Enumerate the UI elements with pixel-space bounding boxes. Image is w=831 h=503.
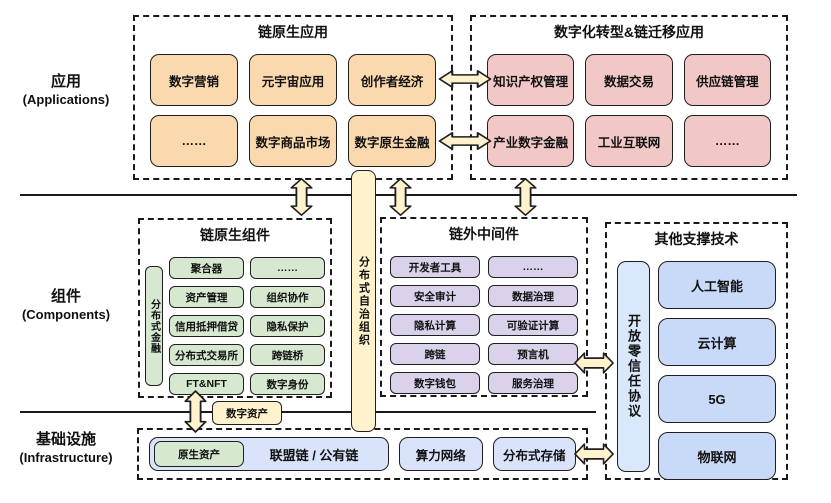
- digital-asset-tag: 数字资产: [212, 401, 282, 425]
- infrastructure-item: 分布式存储: [492, 437, 576, 471]
- app-item: 数字原生金融: [348, 115, 436, 167]
- middleware-item: 数字钱包: [390, 372, 480, 394]
- infrastructure-item: 算力网络: [399, 437, 483, 471]
- divider-applications-components: [20, 194, 797, 196]
- app-item: 供应链管理: [683, 54, 771, 106]
- middleware-item: ……: [488, 256, 578, 278]
- double-arrow-horizontal-icon: [573, 351, 615, 375]
- app-item: 创作者经济: [348, 54, 436, 106]
- offchain-middleware-grid: 开发者工具 …… 安全审计 数据治理 隐私计算 可验证计算 跨链 预言机 数字钱…: [382, 256, 586, 394]
- migration-apps-grid: 知识产权管理 数据交易 供应链管理 产业数字金融 工业互联网 ……: [472, 54, 786, 167]
- middleware-item: 安全审计: [390, 285, 480, 307]
- supporting-tech-content: 开放零信任协议 人工智能 云计算 5G 物联网: [607, 261, 786, 480]
- section-label-infrastructure-zh: 基础设施: [35, 431, 96, 448]
- double-arrow-horizontal-icon: [573, 442, 615, 466]
- section-label-components-zh: 组件: [50, 288, 81, 305]
- component-item: 跨链桥: [250, 344, 325, 366]
- consortium-public-chain-box: 原生资产 联盟链 / 公有链: [149, 437, 389, 471]
- middleware-item: 开发者工具: [390, 256, 480, 278]
- app-item: 数字营销: [150, 54, 238, 106]
- offchain-middleware-title: 链外中间件: [449, 226, 519, 242]
- divider-components-infrastructure: [20, 411, 596, 413]
- double-arrow-vertical-icon: [183, 389, 208, 434]
- app-item: 元宇宙应用: [249, 54, 337, 106]
- supporting-tech-group: 其他支撑技术 开放零信任协议 人工智能 云计算 5G 物联网: [605, 222, 788, 480]
- component-item: 聚合器: [169, 257, 244, 279]
- section-label-components: 组件 (Components): [0, 287, 132, 323]
- chain-native-components-grid: 分布式金融 聚合器 …… 资产管理 组织协作 信用抵押借贷 隐私保护 分布式交易…: [140, 257, 330, 395]
- component-item: 组织协作: [250, 286, 325, 308]
- section-label-components-en: (Components): [21, 306, 111, 322]
- app-item: ……: [683, 115, 771, 167]
- supporting-tech-list: 人工智能 云计算 5G 物联网: [658, 261, 776, 480]
- app-item: 知识产权管理: [487, 54, 575, 106]
- chain-native-apps-group: 链原生应用 数字营销 元宇宙应用 创作者经济 …… 数字商品市场 数字原生金融: [133, 15, 453, 180]
- double-arrow-vertical-icon: [388, 177, 413, 217]
- chain-native-apps-title: 链原生应用: [258, 24, 328, 40]
- migration-apps-title: 数字化转型&链迁移应用: [553, 24, 705, 40]
- middleware-item: 隐私计算: [390, 314, 480, 336]
- double-arrow-vertical-icon: [513, 177, 538, 217]
- migration-apps-group: 数字化转型&链迁移应用 知识产权管理 数据交易 供应链管理 产业数字金融 工业互…: [470, 15, 788, 180]
- infrastructure-row: 原生资产 联盟链 / 公有链 算力网络 分布式存储: [139, 430, 586, 471]
- middleware-item: 跨链: [390, 343, 480, 365]
- app-item: 数据交易: [585, 54, 673, 106]
- section-label-applications: 应用 (Applications): [0, 72, 132, 108]
- app-item: ……: [150, 115, 238, 167]
- component-item: FT&NFT: [169, 373, 244, 395]
- component-item: ……: [250, 257, 325, 279]
- defi-vertical-bar: 分布式金融: [145, 266, 163, 386]
- section-label-infrastructure: 基础设施 (Infrastructure): [0, 430, 132, 466]
- open-zero-trust-protocol-bar: 开放零信任协议: [617, 261, 650, 472]
- dao-vertical-bar: 分布式自治组织: [351, 170, 376, 432]
- component-item: 分布式交易所: [169, 344, 244, 366]
- tech-item: 人工智能: [658, 261, 776, 309]
- tech-item: 5G: [658, 375, 776, 423]
- middleware-item: 服务治理: [488, 372, 578, 394]
- chain-native-apps-grid: 数字营销 元宇宙应用 创作者经济 …… 数字商品市场 数字原生金融: [135, 54, 451, 167]
- section-label-applications-zh: 应用: [50, 73, 81, 90]
- middleware-item: 可验证计算: [488, 314, 578, 336]
- middleware-item: 数据治理: [488, 285, 578, 307]
- component-item: 资产管理: [169, 286, 244, 308]
- chain-native-components-group: 链原生组件 分布式金融 聚合器 …… 资产管理 组织协作 信用抵押借贷 隐私保护…: [138, 218, 332, 398]
- component-item: 数字身份: [250, 373, 325, 395]
- chain-label: 联盟链 / 公有链: [269, 447, 359, 463]
- supporting-tech-title: 其他支撑技术: [654, 231, 739, 247]
- component-item: 信用抵押借贷: [169, 315, 244, 337]
- tech-item: 云计算: [658, 318, 776, 366]
- app-item: 工业互联网: [585, 115, 673, 167]
- app-item: 产业数字金融: [487, 115, 575, 167]
- infrastructure-group: 原生资产 联盟链 / 公有链 算力网络 分布式存储: [137, 428, 588, 480]
- component-item: 隐私保护: [250, 315, 325, 337]
- double-arrow-horizontal-icon: [437, 69, 493, 89]
- double-arrow-vertical-icon: [289, 177, 314, 217]
- offchain-middleware-group: 链外中间件 开发者工具 …… 安全审计 数据治理 隐私计算 可验证计算 跨链 预…: [380, 217, 588, 397]
- chain-native-components-title: 链原生组件: [200, 227, 270, 243]
- native-asset-pill: 原生资产: [154, 441, 244, 467]
- middleware-item: 预言机: [488, 343, 578, 365]
- section-label-applications-en: (Applications): [22, 91, 110, 107]
- app-item: 数字商品市场: [249, 115, 337, 167]
- double-arrow-horizontal-icon: [437, 131, 493, 151]
- section-label-infrastructure-en: (Infrastructure): [19, 449, 113, 465]
- tech-item: 物联网: [658, 432, 776, 480]
